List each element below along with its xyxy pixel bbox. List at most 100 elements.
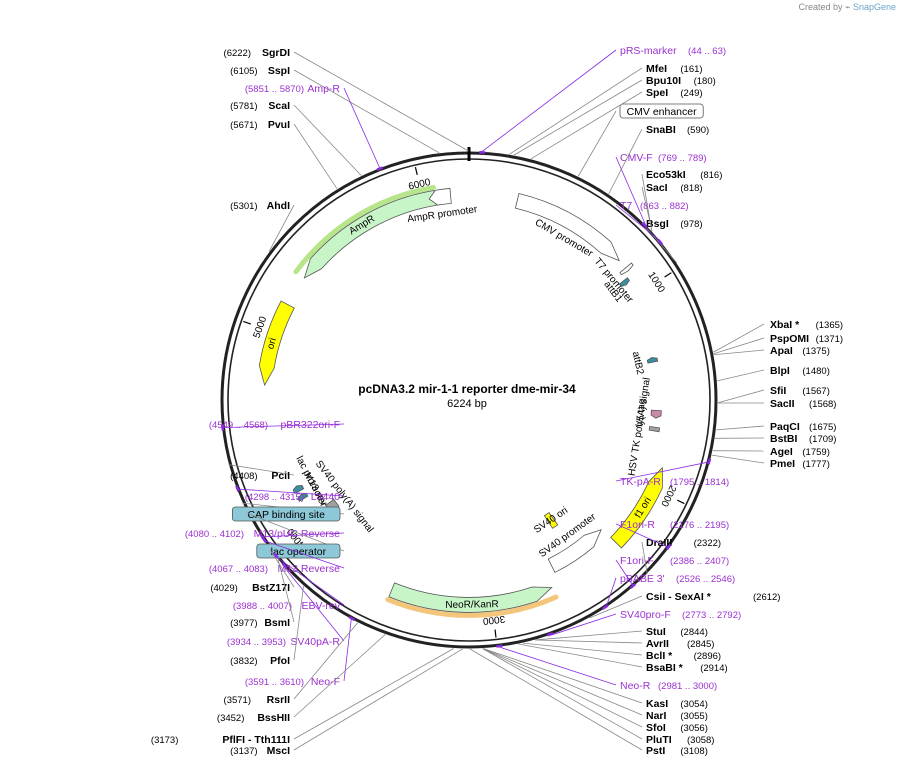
mfei-label: MfeI bbox=[646, 63, 667, 75]
pbr322ori-f-primer-mark bbox=[220, 424, 225, 431]
bsmi-label: BsmI bbox=[264, 617, 290, 629]
ahdi-leader-line bbox=[268, 204, 295, 252]
blpi-leader-line bbox=[717, 369, 765, 382]
f1ori-r-leader-line bbox=[615, 523, 670, 549]
plasmid-length: 6224 bp bbox=[447, 398, 487, 410]
tick-mark-1000 bbox=[664, 272, 672, 278]
scai-position: (5781) bbox=[230, 101, 257, 112]
amp-r-label: Amp-R bbox=[307, 83, 340, 95]
neo-f-label: Neo-F bbox=[311, 676, 340, 688]
bpu10i-leader-line bbox=[513, 79, 643, 156]
amp-r-primer-mark bbox=[376, 166, 384, 171]
prs-marker-position: (44 .. 63) bbox=[688, 46, 726, 57]
m13-reverse-leader-line bbox=[263, 539, 345, 569]
pluti-label: PluTI bbox=[646, 734, 672, 746]
sv40pa-r-position: (3934 .. 3953) bbox=[227, 637, 286, 648]
bstz17i-leader-line bbox=[269, 549, 295, 588]
f1-ori-feature-arrow bbox=[610, 466, 663, 549]
ampr-feature-arrow bbox=[303, 190, 437, 279]
m13-puc-reverse-position: (4080 .. 4102) bbox=[185, 529, 244, 540]
tick-mark-3000 bbox=[494, 629, 497, 638]
pspomi-leader-line bbox=[713, 337, 765, 355]
stui-position: (2844) bbox=[680, 627, 707, 638]
tk-pa-r-label: TK-pA-R bbox=[620, 476, 661, 488]
pbr322ori-f-label: pBR322ori-F bbox=[280, 419, 340, 431]
sv40pa-r-label: SV40pA-R bbox=[290, 636, 340, 648]
bpu10i-position: (180) bbox=[694, 76, 716, 87]
psti-leader-line bbox=[469, 648, 643, 751]
sacii-position: (1568) bbox=[809, 399, 836, 410]
psti-position: (3108) bbox=[680, 746, 707, 757]
neo-r-label: Neo-R bbox=[620, 680, 651, 692]
xbai-position: (1365) bbox=[816, 320, 843, 331]
t7-label: T7 bbox=[620, 200, 632, 212]
l4440-label: L4440 bbox=[311, 491, 340, 503]
apai-position: (1375) bbox=[802, 346, 829, 357]
cmv-f-leader-line bbox=[615, 156, 646, 225]
cmv-enhancer-label: CMV enhancer bbox=[627, 106, 698, 118]
plasmid-name: pcDNA3.2 mir-1-1 reporter dme-mir-34 bbox=[358, 382, 576, 396]
sgrdi-leader-line bbox=[293, 51, 469, 152]
nari-label: NarI bbox=[646, 710, 667, 722]
tick-mark-5000 bbox=[243, 320, 252, 325]
pbr322ori-f-position: (4549 .. 4568) bbox=[209, 420, 268, 431]
credit-prefix: Created by bbox=[798, 2, 843, 12]
sfoi-position: (3056) bbox=[680, 723, 707, 734]
bsabi-position: (2914) bbox=[700, 663, 727, 674]
neo-f-leader-line bbox=[343, 619, 352, 682]
rsrii-leader-line bbox=[293, 622, 359, 700]
snabi-label: SnaBI bbox=[646, 124, 676, 136]
l4440-position: (4298 .. 4315) bbox=[245, 492, 304, 503]
neor-kanr-highlight bbox=[385, 594, 559, 618]
bsabi-leader-line bbox=[518, 643, 643, 668]
stui-leader-line bbox=[535, 630, 643, 641]
t7-primer-mark bbox=[657, 238, 664, 246]
paqci-position: (1675) bbox=[809, 422, 836, 433]
spei-position: (249) bbox=[680, 88, 702, 99]
bsabi-label: BsaBI * bbox=[646, 662, 684, 674]
f1ori-r-label: F1ori-R bbox=[620, 519, 655, 531]
blpi-position: (1480) bbox=[802, 366, 829, 377]
pflfi-tth111i-position: (3173) bbox=[151, 735, 178, 746]
sv40pa-r-leader-line bbox=[283, 566, 345, 642]
draiii-position: (2322) bbox=[694, 538, 721, 549]
attb2-feature-label: attB2 bbox=[630, 351, 646, 377]
cmv-enhancer-leader-line bbox=[577, 110, 617, 177]
msci-position: (3137) bbox=[230, 746, 257, 757]
saci-label: SacI bbox=[646, 182, 668, 194]
tick-label-1000: 1000 bbox=[645, 270, 666, 295]
cap-binding-site-label-box bbox=[231, 506, 341, 522]
f1ori-f-position: (2386 .. 2407) bbox=[670, 556, 729, 567]
t7-promoter-feature-arrow bbox=[619, 262, 634, 276]
avrii-position: (2845) bbox=[687, 639, 714, 650]
paqci-label: PaqCI bbox=[770, 421, 800, 433]
sfoi-leader-line bbox=[482, 648, 643, 728]
sspi-leader-line bbox=[293, 69, 440, 154]
agei-label: AgeI bbox=[770, 446, 793, 458]
bstbi-position: (1709) bbox=[809, 434, 836, 445]
pbabe-3-primer-mark bbox=[602, 604, 609, 610]
l4440-primer-mark bbox=[235, 485, 240, 492]
eco53ki-label: Eco53kI bbox=[646, 169, 686, 181]
rsrii-label: RsrII bbox=[267, 694, 290, 706]
sspi-label: SspI bbox=[268, 65, 290, 77]
cmv-f-label: CMV-F bbox=[620, 152, 653, 164]
bstbi-label: BstBI bbox=[770, 433, 798, 445]
avrii-leader-line bbox=[535, 639, 643, 644]
kasi-label: KasI bbox=[646, 698, 668, 710]
pmei-label: PmeI bbox=[770, 458, 795, 470]
bsshii-leader-line bbox=[293, 634, 386, 718]
credit-brand: SnapGene bbox=[852, 2, 896, 12]
mfei-leader-line bbox=[509, 67, 643, 155]
snabi-position: (590) bbox=[687, 125, 709, 136]
cmv-f-position: (769 .. 789) bbox=[658, 153, 707, 164]
pbabe-3-leader-line bbox=[605, 577, 617, 609]
ampr-promoter-feature-arrow bbox=[428, 188, 452, 206]
ebv-rev-label: EBV-rev bbox=[301, 600, 340, 612]
agei-position: (1759) bbox=[802, 447, 829, 458]
ahdi-label: AhdI bbox=[267, 200, 290, 212]
neor-kanr-feature-arrow bbox=[388, 582, 553, 613]
pbr322ori-f-leader-line bbox=[221, 423, 345, 428]
